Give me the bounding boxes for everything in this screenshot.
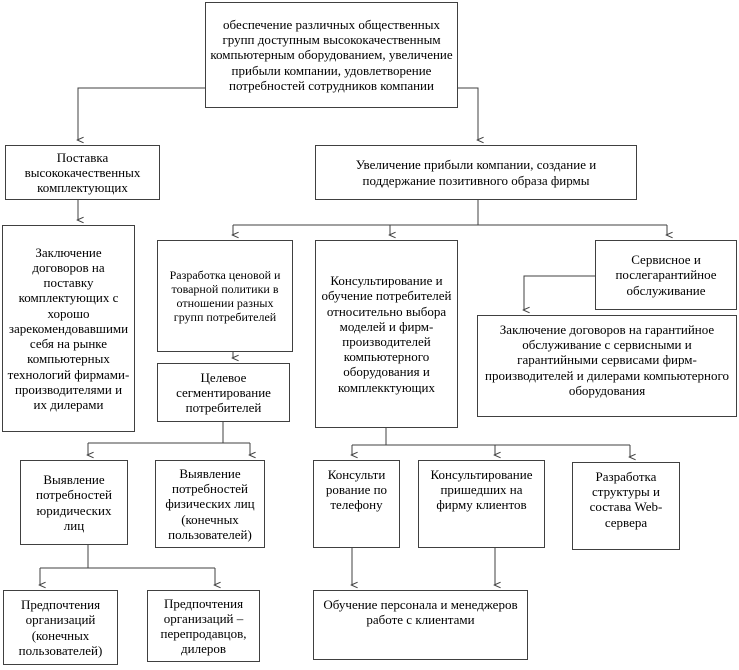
node-needs-legal: Выявление потребностей юридических лиц — [20, 460, 128, 545]
node-service: Сервисное и послегарантийное обслуживани… — [595, 240, 737, 310]
node-staff-training: Обучение персонала и менеджеров работе с… — [313, 590, 528, 660]
node-supply: Поставка высококачественных комплектующи… — [5, 145, 160, 200]
node-consulting-training: Консультирование и обучение потребителей… — [315, 240, 458, 428]
node-pref-resellers: Предпочтения организаций – перепродавцов… — [147, 590, 260, 662]
node-pref-end-users: Предпочтения организаций (конечных польз… — [3, 590, 118, 665]
node-pricing-policy: Разработка ценовой и товарной политики в… — [157, 240, 293, 352]
node-web-server: Разработка структуры и состава Web-серве… — [572, 462, 680, 550]
node-warranty-contracts: Заключение договоров на гарантийное обсл… — [477, 315, 737, 417]
node-profit-image: Увеличение прибыли компании, создание и … — [315, 145, 637, 200]
node-root-goal: обеспечение различных общественных групп… — [205, 2, 458, 108]
node-needs-individuals: Выявление потребностей физических лиц (к… — [155, 460, 265, 548]
node-segmentation: Целевое сегментирование потребителей — [157, 363, 290, 422]
node-office-consulting: Консультирование пришедших на фирму клие… — [418, 460, 545, 548]
node-phone-consulting: Консульти рование по телефону — [313, 460, 400, 548]
node-supply-contracts: Заключение договоров на поставку комплек… — [2, 225, 135, 432]
